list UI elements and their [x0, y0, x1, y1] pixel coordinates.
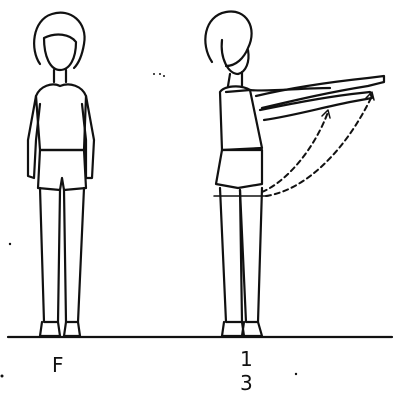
left-figure-hair [34, 13, 84, 68]
motion-arc-inner [262, 112, 328, 192]
right-figure-leg-front [240, 188, 262, 322]
label-left-figure: F [52, 353, 64, 377]
speck [153, 73, 155, 75]
left-figure-shorts [38, 150, 86, 190]
speck [1, 375, 4, 378]
speck [295, 373, 297, 375]
left-figure [28, 13, 94, 336]
right-figure-face [222, 40, 249, 74]
label-right-top: 1 [240, 347, 253, 371]
speck [159, 73, 161, 75]
right-figure-leg-back [220, 188, 242, 322]
stray-marks [1, 73, 298, 378]
right-figure [205, 11, 384, 336]
motion-arcs [262, 92, 374, 196]
right-figure-hair [205, 11, 251, 66]
left-figure-left-leg [40, 188, 60, 322]
left-figure-neck [54, 70, 66, 82]
left-figure-right-leg [64, 188, 84, 322]
left-figure-torso [36, 84, 86, 150]
motion-arc-outer [266, 96, 372, 196]
left-figure-face [44, 35, 76, 70]
left-figure-feet [40, 322, 80, 336]
speck [163, 75, 165, 77]
speck [9, 243, 11, 245]
right-figure-shorts [216, 150, 262, 188]
right-figure-feet [222, 322, 262, 336]
label-right-bottom: 3 [240, 371, 253, 395]
